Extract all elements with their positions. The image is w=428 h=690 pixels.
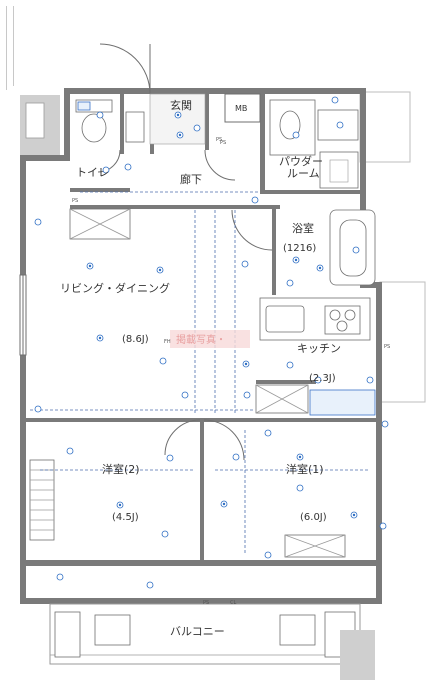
bathtub	[329, 209, 376, 286]
mb-label: MB	[235, 104, 247, 113]
shoe-cabinet	[125, 111, 145, 143]
mb-box	[224, 93, 261, 123]
ps-mark-3: PS	[384, 344, 390, 350]
western1-label: 洋室(1)	[286, 462, 324, 476]
right-exterior-block	[359, 91, 411, 163]
ps-mark-1: PS	[216, 137, 222, 143]
interior-walls	[26, 94, 376, 560]
washbasin	[269, 99, 359, 156]
hallway-label: 廊下	[180, 172, 202, 186]
ldk-size: (8.6J)	[122, 334, 149, 345]
fh-mark: FH	[164, 339, 171, 345]
washing-machine-inner	[329, 159, 349, 183]
toilet-label: トイレ	[76, 166, 109, 179]
entrance-label: 玄関	[170, 98, 192, 112]
left-boundary-line-2	[13, 6, 14, 86]
storage-shelf	[309, 389, 376, 416]
balcony	[49, 603, 375, 680]
ps-mark-5: PS	[220, 140, 226, 146]
western2-size: (4.5J)	[112, 512, 139, 523]
kitchen-counter	[259, 297, 371, 341]
powder-room-label-2: ルーム	[287, 167, 320, 180]
outer-walls	[20, 88, 382, 604]
left-boundary-line	[6, 6, 7, 90]
cl-mark: CL	[230, 600, 236, 606]
watermark-box	[170, 330, 250, 348]
kitchen-label: キッチン	[297, 342, 341, 355]
ldk-label: リビング・ダイニング	[60, 281, 170, 295]
electrical-dots	[88, 113, 356, 517]
watermark-text: 掲載写真・	[176, 333, 226, 346]
doors	[97, 43, 273, 461]
ps-mark-2: PS	[72, 198, 78, 204]
ps-mark-4: PS	[203, 600, 209, 606]
right-exterior-block-2	[379, 281, 426, 403]
western1-size: (6.0J)	[300, 512, 327, 523]
exterior-column-inner	[25, 102, 45, 139]
toilet-fixture	[75, 99, 113, 143]
powder-room-label-1: パウダー	[279, 154, 323, 168]
kitchen-size: (2.3J)	[309, 373, 336, 384]
bath-size: (1216)	[283, 243, 316, 254]
washing-machine	[319, 151, 359, 189]
western2-label: 洋室(2)	[102, 462, 140, 476]
ceiling-lines	[30, 191, 370, 555]
western2-closet	[29, 459, 55, 541]
balcony-label: バルコニー	[170, 625, 225, 638]
bath-label: 浴室	[292, 221, 314, 235]
